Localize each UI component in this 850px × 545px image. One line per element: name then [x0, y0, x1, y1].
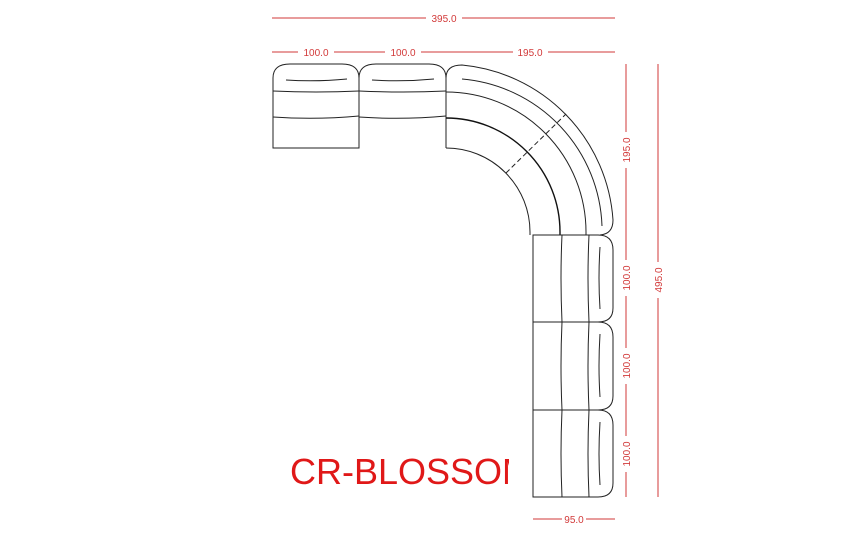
- right-module-3: [532, 409, 614, 498]
- dimension-corner-width: 195.0: [446, 48, 615, 59]
- dimension-left-module-1: 100.0: [272, 48, 360, 59]
- dimension-left-module-2: 100.0: [360, 48, 446, 59]
- dimension-overall-depth: 495.0: [654, 64, 665, 497]
- svg-text:195.0: 195.0: [622, 137, 633, 162]
- svg-text:100.0: 100.0: [622, 441, 633, 466]
- svg-text:395.0: 395.0: [431, 14, 456, 25]
- svg-text:95.0: 95.0: [564, 515, 584, 526]
- svg-text:100.0: 100.0: [622, 353, 633, 378]
- svg-text:495.0: 495.0: [654, 267, 665, 292]
- dimension-right-module-1: 100.0: [622, 235, 633, 322]
- dimension-overall-width: 395.0: [272, 14, 615, 25]
- dimension-right-module-2: 100.0: [622, 322, 633, 410]
- right-module-2: [532, 321, 614, 411]
- left-module-2: [358, 63, 447, 148]
- right-module-1: [532, 234, 614, 323]
- dimension-corner-depth: 195.0: [622, 64, 633, 235]
- left-module-1: [272, 63, 360, 149]
- corner-module: [445, 64, 614, 236]
- svg-text:100.0: 100.0: [303, 48, 328, 59]
- dimension-seat-depth: 95.0: [533, 515, 615, 526]
- svg-text:100.0: 100.0: [622, 265, 633, 290]
- dimension-right-module-3: 100.0: [622, 410, 633, 497]
- svg-text:100.0: 100.0: [390, 48, 415, 59]
- svg-text:195.0: 195.0: [517, 48, 542, 59]
- model-name-title: CR-BLOSSOM: [290, 452, 509, 492]
